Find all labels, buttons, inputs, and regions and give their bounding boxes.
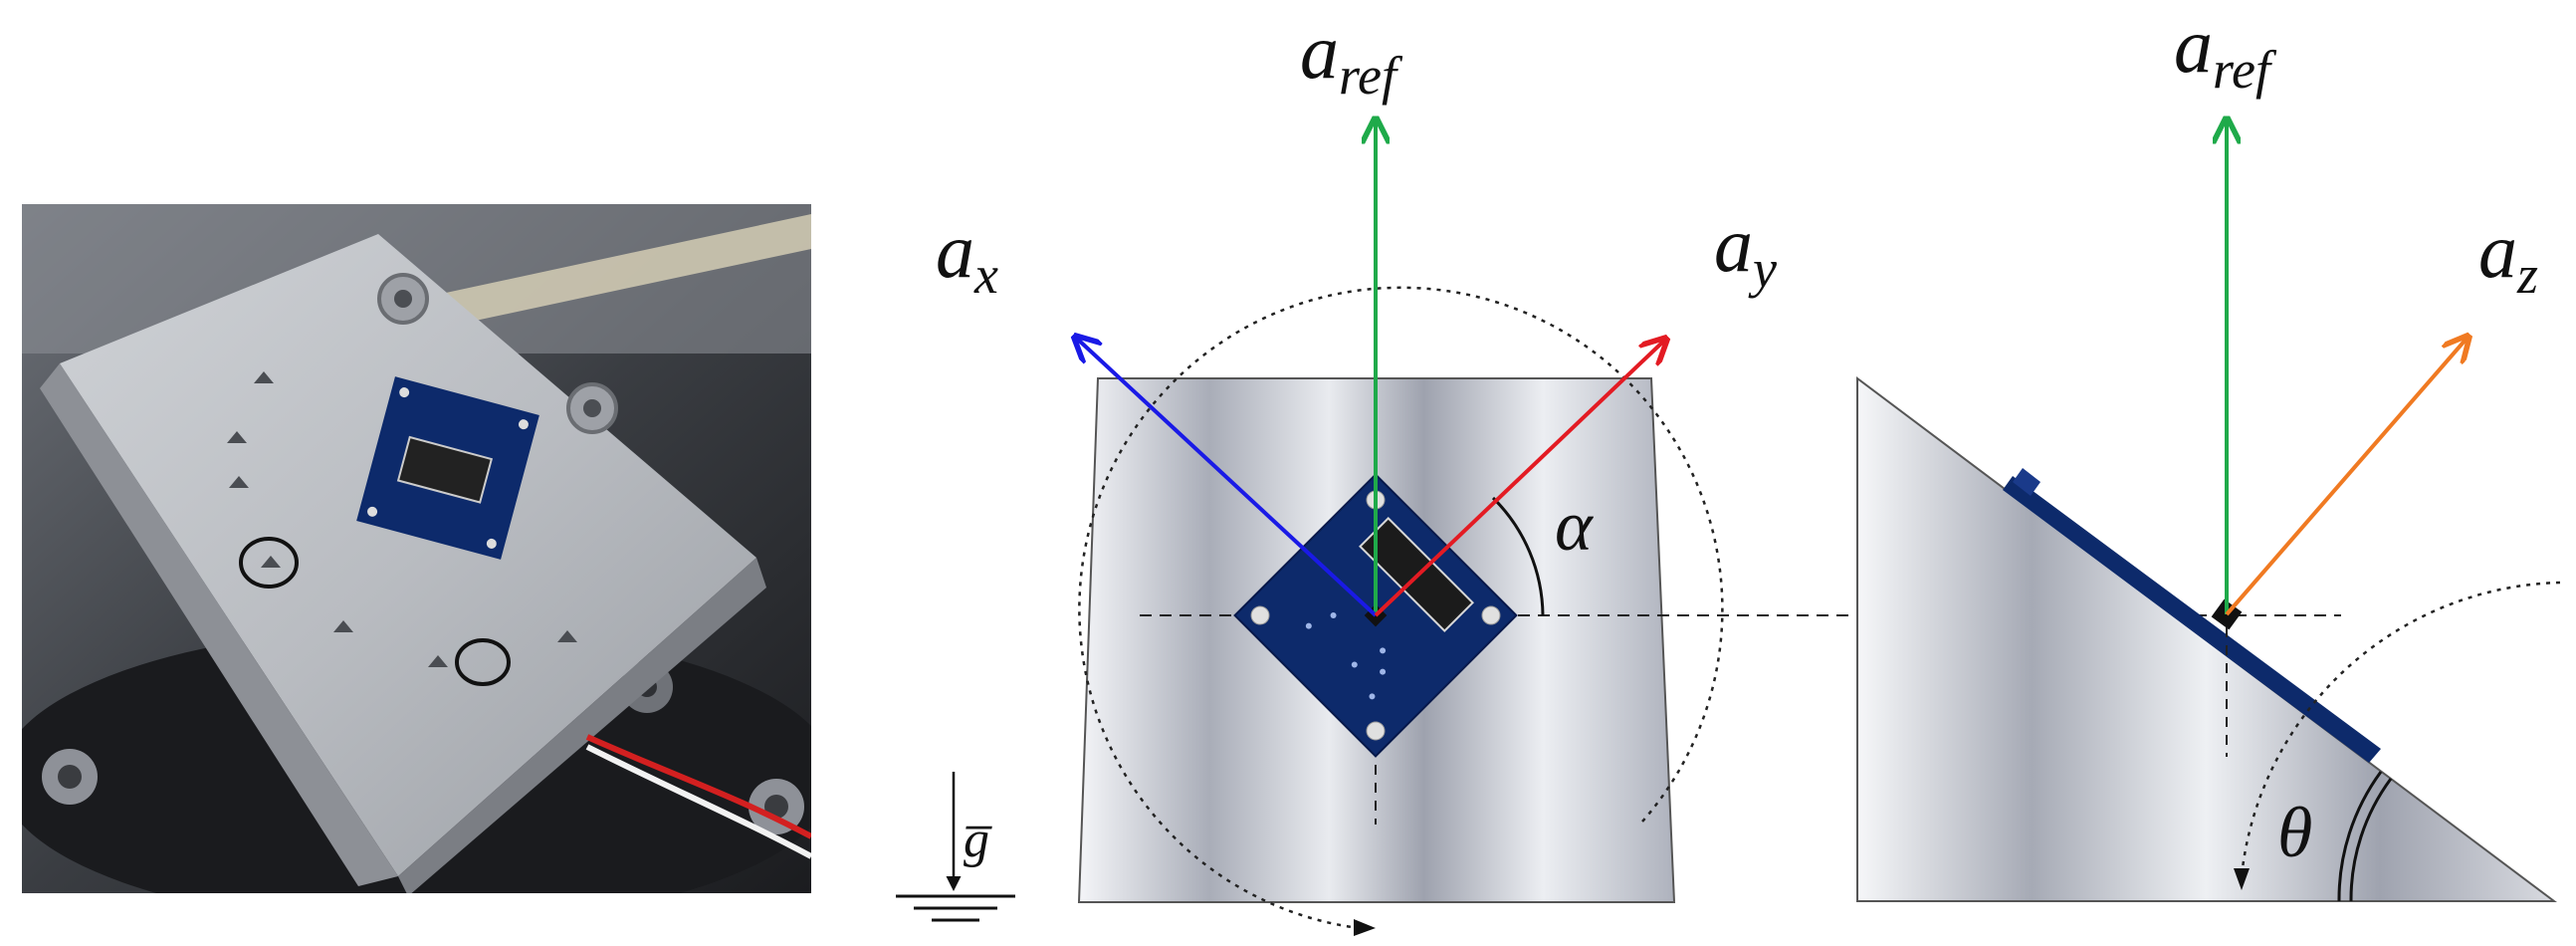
theta-angle-arc-outer — [2337, 771, 2383, 902]
a-x-label: ax — [936, 207, 998, 305]
theta-rotation-arrowhead — [2234, 868, 2250, 890]
ground-symbol-icon — [896, 894, 1015, 922]
a-z-vector — [2225, 339, 2467, 616]
gravity-label: g̅ — [964, 812, 992, 868]
a-ref-label-left: aref — [1300, 8, 1403, 106]
theta-angle-arc-inner — [2349, 778, 2393, 902]
gravity-indicator: g̅ — [896, 772, 1015, 922]
alpha-angle-arc — [1491, 496, 1545, 616]
a-x-vector — [1077, 339, 1378, 617]
a-y-vector — [1374, 341, 1664, 617]
fixture-photo — [22, 204, 811, 893]
a-ref-label-right: aref — [2174, 2, 2277, 100]
rotation-arrowhead — [1354, 919, 1376, 936]
a-y-label: ay — [1714, 201, 1777, 299]
alpha-label: α — [1555, 486, 1594, 566]
theta-label: θ — [2277, 793, 2312, 872]
a-z-label: az — [2478, 207, 2538, 305]
